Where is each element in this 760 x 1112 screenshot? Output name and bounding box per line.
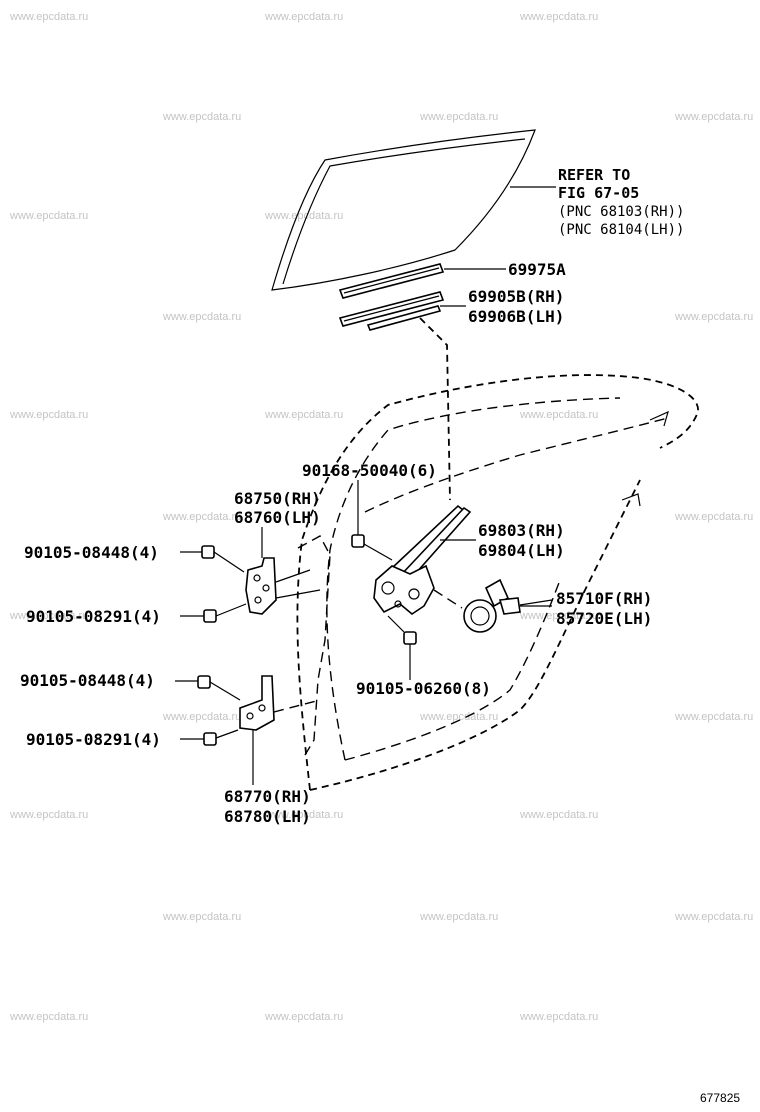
watermark: www.epcdata.ru <box>674 711 753 723</box>
watermark: www.epcdata.ru <box>9 11 88 23</box>
watermark: www.epcdata.ru <box>519 809 598 821</box>
watermark: www.epcdata.ru <box>519 409 598 421</box>
watermark: www.epcdata.ru <box>674 111 753 123</box>
part-label: 68760(LH) <box>234 508 321 527</box>
watermark: www.epcdata.ru <box>162 511 241 523</box>
watermark: www.epcdata.ru <box>162 311 241 323</box>
bolt-icon <box>351 534 393 561</box>
part-label: 85710F(RH) <box>556 589 652 608</box>
figure-code: 677825 <box>700 1091 740 1105</box>
hinge-upper <box>245 557 321 615</box>
watermark: www.epcdata.ru <box>674 911 753 923</box>
watermark: www.epcdata.ru <box>264 409 343 421</box>
watermark: www.epcdata.ru <box>519 11 598 23</box>
part-label: 90168-50040(6) <box>302 461 437 480</box>
part-label: 69905B(RH) <box>468 287 564 306</box>
part-label: 90105-06260(8) <box>356 679 491 698</box>
watermark: www.epcdata.ru <box>419 711 498 723</box>
bolt-icon <box>203 603 247 623</box>
watermark: www.epcdata.ru <box>162 711 241 723</box>
watermark: www.epcdata.ru <box>9 210 88 222</box>
part-label: 69803(RH) <box>478 521 565 540</box>
part-label: 69804(LH) <box>478 541 565 560</box>
bolt-icon <box>201 545 245 573</box>
watermark: www.epcdata.ru <box>9 809 88 821</box>
watermark: www.epcdata.ru <box>162 111 241 123</box>
bolt-icon <box>203 729 239 746</box>
watermark: www.epcdata.ru <box>9 610 88 622</box>
watermark: www.epcdata.ru <box>419 911 498 923</box>
part-label: 69906B(LH) <box>468 307 564 326</box>
hinge-lower <box>239 675 321 731</box>
bolts <box>197 534 417 746</box>
part-label: 90105-08448(4) <box>24 543 159 562</box>
watermark: www.epcdata.ru <box>674 311 753 323</box>
part-label: 68780(LH) <box>224 807 311 826</box>
bolt-icon <box>197 675 241 701</box>
watermark: www.epcdata.ru <box>264 1011 343 1023</box>
dashed-link-line <box>419 317 451 501</box>
watermark: www.epcdata.ru <box>264 11 343 23</box>
regulator-motor <box>433 578 553 633</box>
watermark: www.epcdata.ru <box>519 610 598 622</box>
watermark: www.epcdata.ru <box>162 911 241 923</box>
refer-label: REFER TO <box>558 166 630 184</box>
refer-label: (PNC 68103(RH)) <box>558 204 684 220</box>
part-label: 85720E(LH) <box>556 609 652 628</box>
watermark: www.epcdata.ru <box>9 409 88 421</box>
leader-lines <box>175 186 556 785</box>
refer-label: FIG 67-05 <box>558 184 639 202</box>
part-label: 68770(RH) <box>224 787 311 806</box>
part-label: 90105-08291(4) <box>26 730 161 749</box>
door-panel-outline <box>296 374 699 791</box>
bolt-icon <box>387 615 417 645</box>
watermark: www.epcdata.ru <box>9 1011 88 1023</box>
watermark-layer: www.epcdata.ru www.epcdata.ru www.epcdat… <box>9 11 753 1023</box>
part-label: 90105-08291(4) <box>26 607 161 626</box>
window-regulator <box>373 504 472 615</box>
callout-labels: REFER TO FIG 67-05 (PNC 68103(RH)) (PNC … <box>20 166 740 1105</box>
watermark: www.epcdata.ru <box>519 1011 598 1023</box>
part-label: 90105-08448(4) <box>20 671 155 690</box>
part-label: 69975A <box>508 260 566 279</box>
glass-channel-strips <box>338 263 445 331</box>
door-glass <box>271 129 536 291</box>
watermark: www.epcdata.ru <box>419 111 498 123</box>
watermark: www.epcdata.ru <box>674 511 753 523</box>
watermark: www.epcdata.ru <box>264 210 343 222</box>
refer-label: (PNC 68104(LH)) <box>558 222 684 238</box>
watermark: www.epcdata.ru <box>264 809 343 821</box>
part-label: 68750(RH) <box>234 489 321 508</box>
